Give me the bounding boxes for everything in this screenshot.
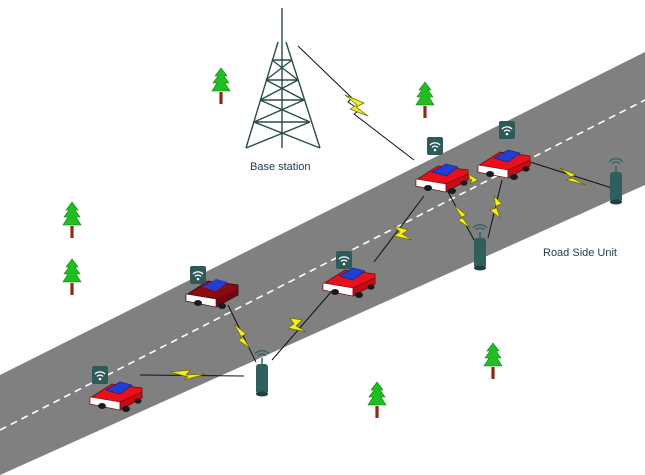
tree-icon [211, 67, 231, 105]
base-station-tower-icon [245, 8, 321, 149]
road-side-unit-label: Road Side Unit [543, 247, 617, 259]
tree-icon [62, 201, 82, 239]
wifi-icon [498, 120, 516, 140]
wifi-icon [189, 265, 207, 285]
road [0, 52, 645, 475]
tree-icon [483, 342, 503, 380]
wifi-icon [91, 365, 109, 385]
lightning-link-icon [139, 45, 613, 381]
car-icon [185, 279, 239, 309]
wifi-icon [335, 250, 353, 270]
tree-icon [62, 258, 82, 296]
base-station-label: Base station [250, 161, 311, 173]
tree-icon [367, 381, 387, 419]
wifi-icon [426, 136, 444, 156]
tree-icon [415, 81, 435, 119]
